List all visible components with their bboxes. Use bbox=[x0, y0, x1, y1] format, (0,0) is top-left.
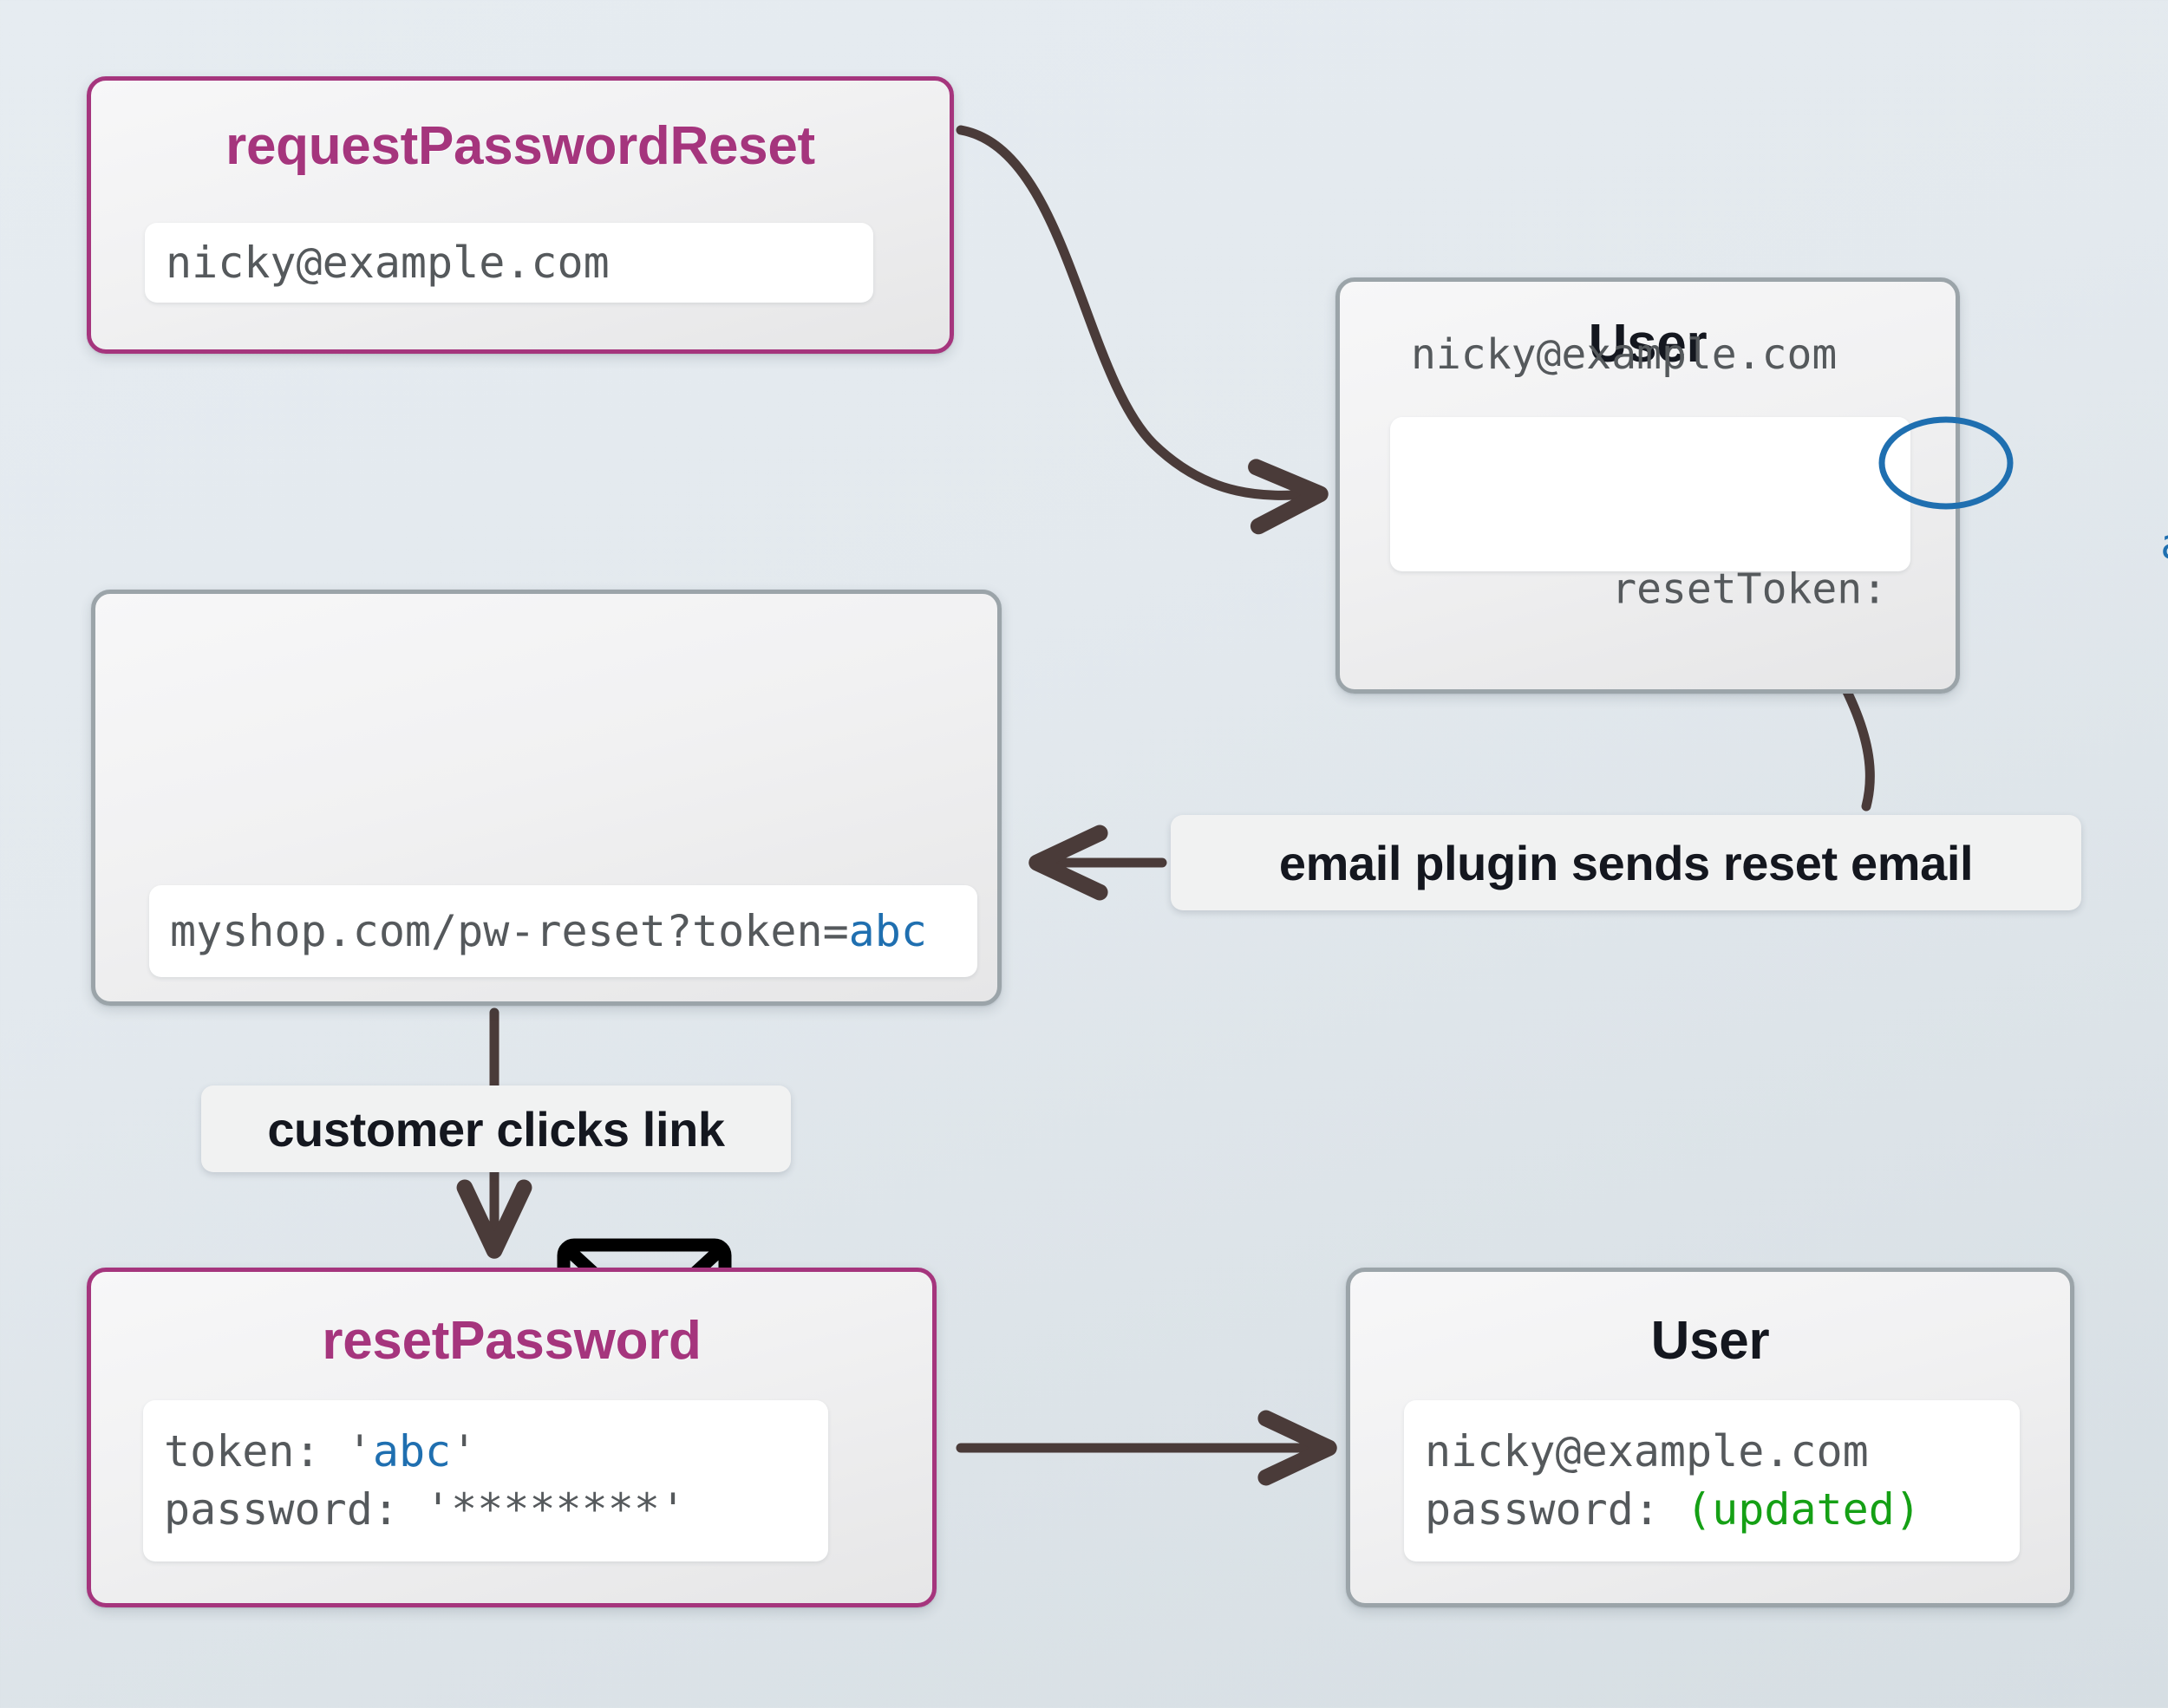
reset-token-label: resetToken: bbox=[1611, 564, 1888, 614]
field-password: password: (updated) bbox=[1425, 1487, 2020, 1533]
node-title-user-top: User bbox=[1588, 314, 1708, 374]
arg-password-label: password: bbox=[164, 1484, 399, 1535]
arg-token-label: token: bbox=[164, 1426, 321, 1477]
arg-token-value: abc bbox=[372, 1426, 452, 1477]
field-reset-token: resetToken: abc bbox=[1411, 391, 2168, 655]
edge-label-email-plugin: email plugin sends reset email bbox=[1171, 815, 2081, 910]
node-user-bottom[interactable]: User nicky@example.com password: (update… bbox=[1346, 1268, 2074, 1607]
edge-request-to-user-top bbox=[956, 125, 1329, 535]
panel-request-password-reset-args: nicky@example.com bbox=[145, 223, 873, 303]
field-password-value: (updated) bbox=[1686, 1484, 1921, 1535]
token-circle-icon bbox=[1878, 416, 2014, 510]
field-email: nicky@example.com bbox=[1411, 329, 1838, 379]
reset-url: myshop.com/pw-reset?token=abc bbox=[170, 905, 977, 956]
arg-token-quote-open: ' bbox=[346, 1426, 373, 1477]
arg-token-quote-close: ' bbox=[451, 1426, 478, 1477]
arg-email: nicky@example.com bbox=[166, 237, 610, 288]
node-reset-password[interactable]: resetPassword token: 'abc' password: '**… bbox=[87, 1268, 937, 1607]
node-title-request-password-reset: requestPasswordReset bbox=[225, 116, 815, 176]
node-title-user-bottom: User bbox=[1650, 1311, 1770, 1371]
arg-token: token: 'abc' bbox=[164, 1429, 828, 1475]
node-email-message[interactable]: myshop.com/pw-reset?token=abc bbox=[91, 590, 1002, 1373]
reset-url-token: abc bbox=[848, 905, 927, 956]
field-email: nicky@example.com bbox=[1425, 1426, 1869, 1477]
panel-email-reset-url: myshop.com/pw-reset?token=abc bbox=[149, 885, 977, 977]
arg-password-value: '********' bbox=[425, 1484, 687, 1535]
arg-password: password: '********' bbox=[164, 1487, 828, 1533]
edge-label-customer-clicks-link: customer clicks link bbox=[201, 1085, 791, 1172]
reset-token-value: abc bbox=[2138, 520, 2168, 569]
panel-reset-password-args: token: 'abc' password: '********' bbox=[143, 1400, 828, 1561]
node-user-top[interactable]: User nicky@example.com resetToken: abc bbox=[1335, 277, 2168, 694]
reset-url-prefix: myshop.com/pw-reset?token= bbox=[170, 905, 849, 956]
field-password-label: password: bbox=[1425, 1484, 1660, 1535]
reset-token-value-circled: abc bbox=[1878, 416, 2168, 612]
panel-user-bottom-fields: nicky@example.com password: (updated) bbox=[1404, 1400, 2020, 1561]
node-request-password-reset[interactable]: requestPasswordReset nicky@example.com bbox=[87, 76, 954, 354]
panel-user-top-fields: nicky@example.com resetToken: abc bbox=[1390, 333, 2168, 611]
node-title-reset-password: resetPassword bbox=[322, 1311, 702, 1371]
